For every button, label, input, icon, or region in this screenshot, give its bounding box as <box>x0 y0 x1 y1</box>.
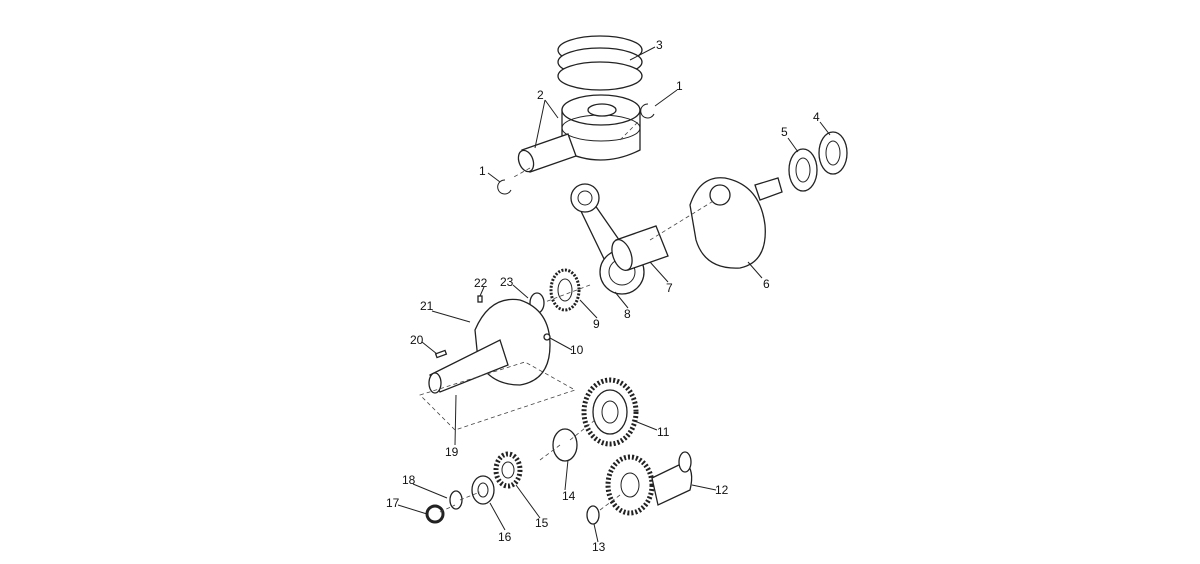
callout-23: 23 <box>500 275 514 289</box>
piston-rings <box>557 35 643 91</box>
circlip <box>497 179 512 195</box>
callout-8: 8 <box>624 307 631 321</box>
key <box>434 349 448 359</box>
bearing <box>818 131 848 175</box>
callout-5: 5 <box>781 125 788 139</box>
callout-1: 1 <box>676 79 683 93</box>
nut <box>425 504 445 524</box>
callout-3: 3 <box>656 38 663 52</box>
callout-7: 7 <box>666 281 673 295</box>
callout-labels: 3 1 2 1 5 4 7 6 8 9 23 22 21 20 10 19 11… <box>386 38 820 554</box>
callout-13: 13 <box>592 540 606 554</box>
callout-9: 9 <box>593 317 600 331</box>
callout-4: 4 <box>813 110 820 124</box>
callout-21: 21 <box>420 299 434 313</box>
callout-1: 1 <box>479 164 486 178</box>
drive-gear <box>581 377 639 447</box>
sprocket <box>493 451 523 489</box>
piston <box>561 94 641 161</box>
callout-2: 2 <box>537 88 544 102</box>
crank-half-right <box>689 177 783 269</box>
callout-6: 6 <box>763 277 770 291</box>
callout-15: 15 <box>535 516 549 530</box>
pin <box>543 333 551 341</box>
callout-17: 17 <box>386 496 400 510</box>
balance-shaft-gear <box>605 451 693 516</box>
callout-11: 11 <box>657 425 670 439</box>
washer <box>586 505 600 525</box>
pin <box>477 295 483 303</box>
crank-pin <box>611 225 669 271</box>
piston-pin <box>517 133 577 173</box>
callout-22: 22 <box>474 276 488 290</box>
needle-bearing <box>549 268 581 312</box>
callout-12: 12 <box>715 483 729 497</box>
callout-19: 19 <box>445 445 459 459</box>
washer <box>449 490 463 510</box>
callout-14: 14 <box>562 489 576 503</box>
callout-10: 10 <box>570 343 584 357</box>
callout-16: 16 <box>498 530 512 544</box>
bearing <box>788 148 818 192</box>
crank-half-left <box>428 298 551 394</box>
circlip <box>640 103 655 119</box>
callout-20: 20 <box>410 333 424 347</box>
ring <box>552 428 578 462</box>
lock-nut <box>471 475 495 505</box>
callout-18: 18 <box>402 473 416 487</box>
